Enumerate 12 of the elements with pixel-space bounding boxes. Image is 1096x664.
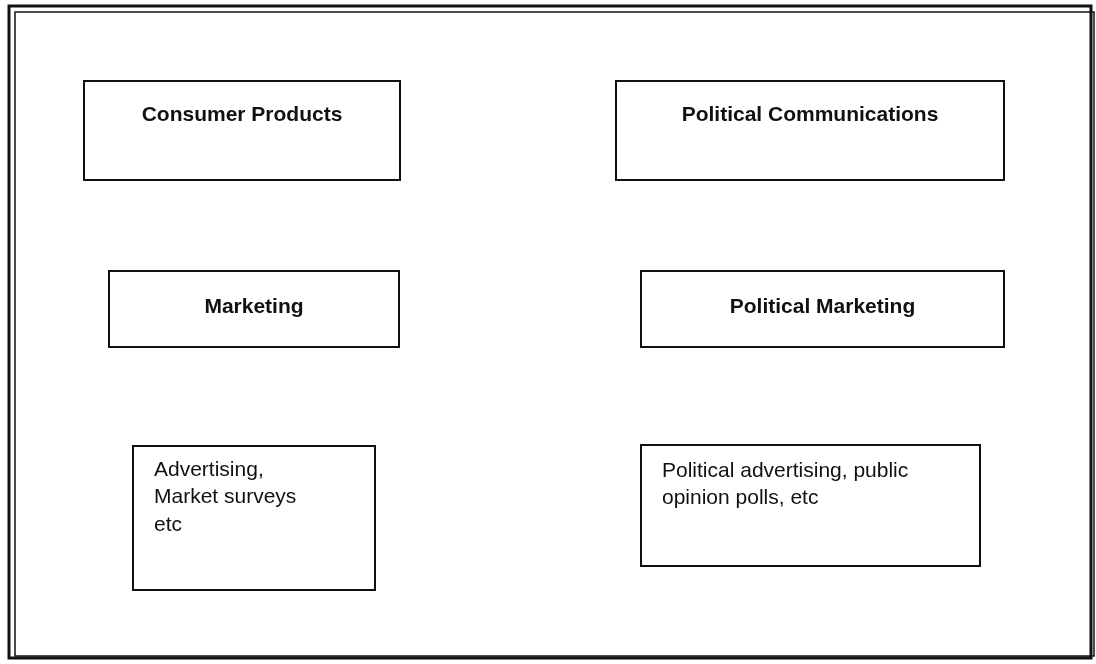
box-label: Advertising, Market surveys etc bbox=[154, 456, 298, 537]
text-box bbox=[108, 270, 400, 348]
text-box bbox=[83, 80, 401, 181]
text-box bbox=[132, 445, 376, 591]
text-box bbox=[640, 270, 1005, 348]
box-label: Political Marketing bbox=[728, 293, 917, 319]
box-label: Marketing bbox=[203, 293, 305, 319]
text-box bbox=[615, 80, 1005, 181]
box-label: Consumer Products bbox=[140, 101, 344, 127]
box-label: Political advertising, public opinion polls, etc bbox=[662, 457, 910, 511]
box-label: Political Communications bbox=[680, 101, 940, 127]
text-box bbox=[640, 444, 981, 567]
